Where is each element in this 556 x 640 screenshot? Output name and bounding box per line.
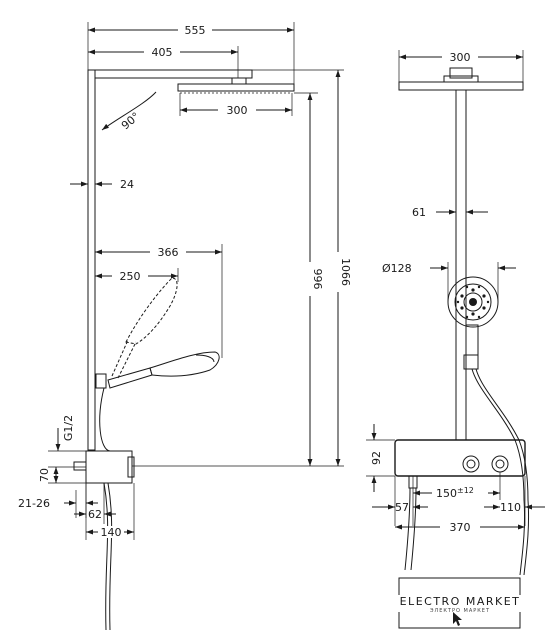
logo-tagline: ЭЛЕКТРО МАРКЕТ <box>430 608 490 614</box>
logo-name: ELECTRO MARKET <box>400 595 521 608</box>
front-dim-61: 61 <box>412 206 426 219</box>
dim-1066: 1066 <box>339 258 352 286</box>
dim-70: 70 <box>38 468 51 482</box>
front-dim-diameter: Ø128 <box>382 262 412 275</box>
shower-arm <box>88 69 253 79</box>
dim-250: 250 <box>120 270 141 283</box>
dim-140: 140 <box>101 526 122 539</box>
front-shower-head <box>398 81 524 91</box>
front-view: 300 61 Ø128 92 150±12 57 110 <box>366 50 545 576</box>
electro-market-logo: ELECTRO MARKET ЭЛЕКТРО МАРКЕТ <box>398 577 521 629</box>
front-mixer-body <box>394 439 526 477</box>
dim-24: 24 <box>120 178 134 191</box>
cursor-icon <box>453 612 462 626</box>
front-dim-150: 150±12 <box>436 486 474 500</box>
front-head-mount <box>449 67 473 79</box>
front-dim-57: 57 <box>395 501 409 514</box>
dim-555: 555 <box>185 24 206 37</box>
head-mount <box>231 77 247 85</box>
front-dim-92: 92 <box>370 451 383 465</box>
front-column <box>455 89 467 441</box>
side-view: 555 405 90° 300 24 366 250 996 <box>18 22 352 631</box>
hand-shower-holder <box>95 373 107 389</box>
mixer-body <box>85 450 133 484</box>
dim-thread: G1/2 <box>62 415 75 441</box>
shower-column <box>87 69 96 451</box>
left-valve <box>462 455 480 473</box>
dim-405: 405 <box>152 46 173 59</box>
hand-shower-raised <box>111 277 178 379</box>
right-valve <box>491 455 509 473</box>
dim-angle: 90° <box>119 110 142 132</box>
shower-head <box>177 83 295 92</box>
dim-62: 62 <box>88 508 102 521</box>
hose <box>103 482 109 631</box>
dim-366: 366 <box>158 246 179 259</box>
hand-shower <box>107 351 220 389</box>
front-dim-370: 370 <box>450 521 471 534</box>
dim-head-300: 300 <box>227 104 248 117</box>
dim-21-26: 21-26 <box>18 497 50 510</box>
front-dim-300: 300 <box>450 51 471 64</box>
front-dim-110: 110 <box>500 501 521 514</box>
front-dim-150-tolerance: ±12 <box>457 486 474 495</box>
dim-996: 996 <box>311 269 324 290</box>
